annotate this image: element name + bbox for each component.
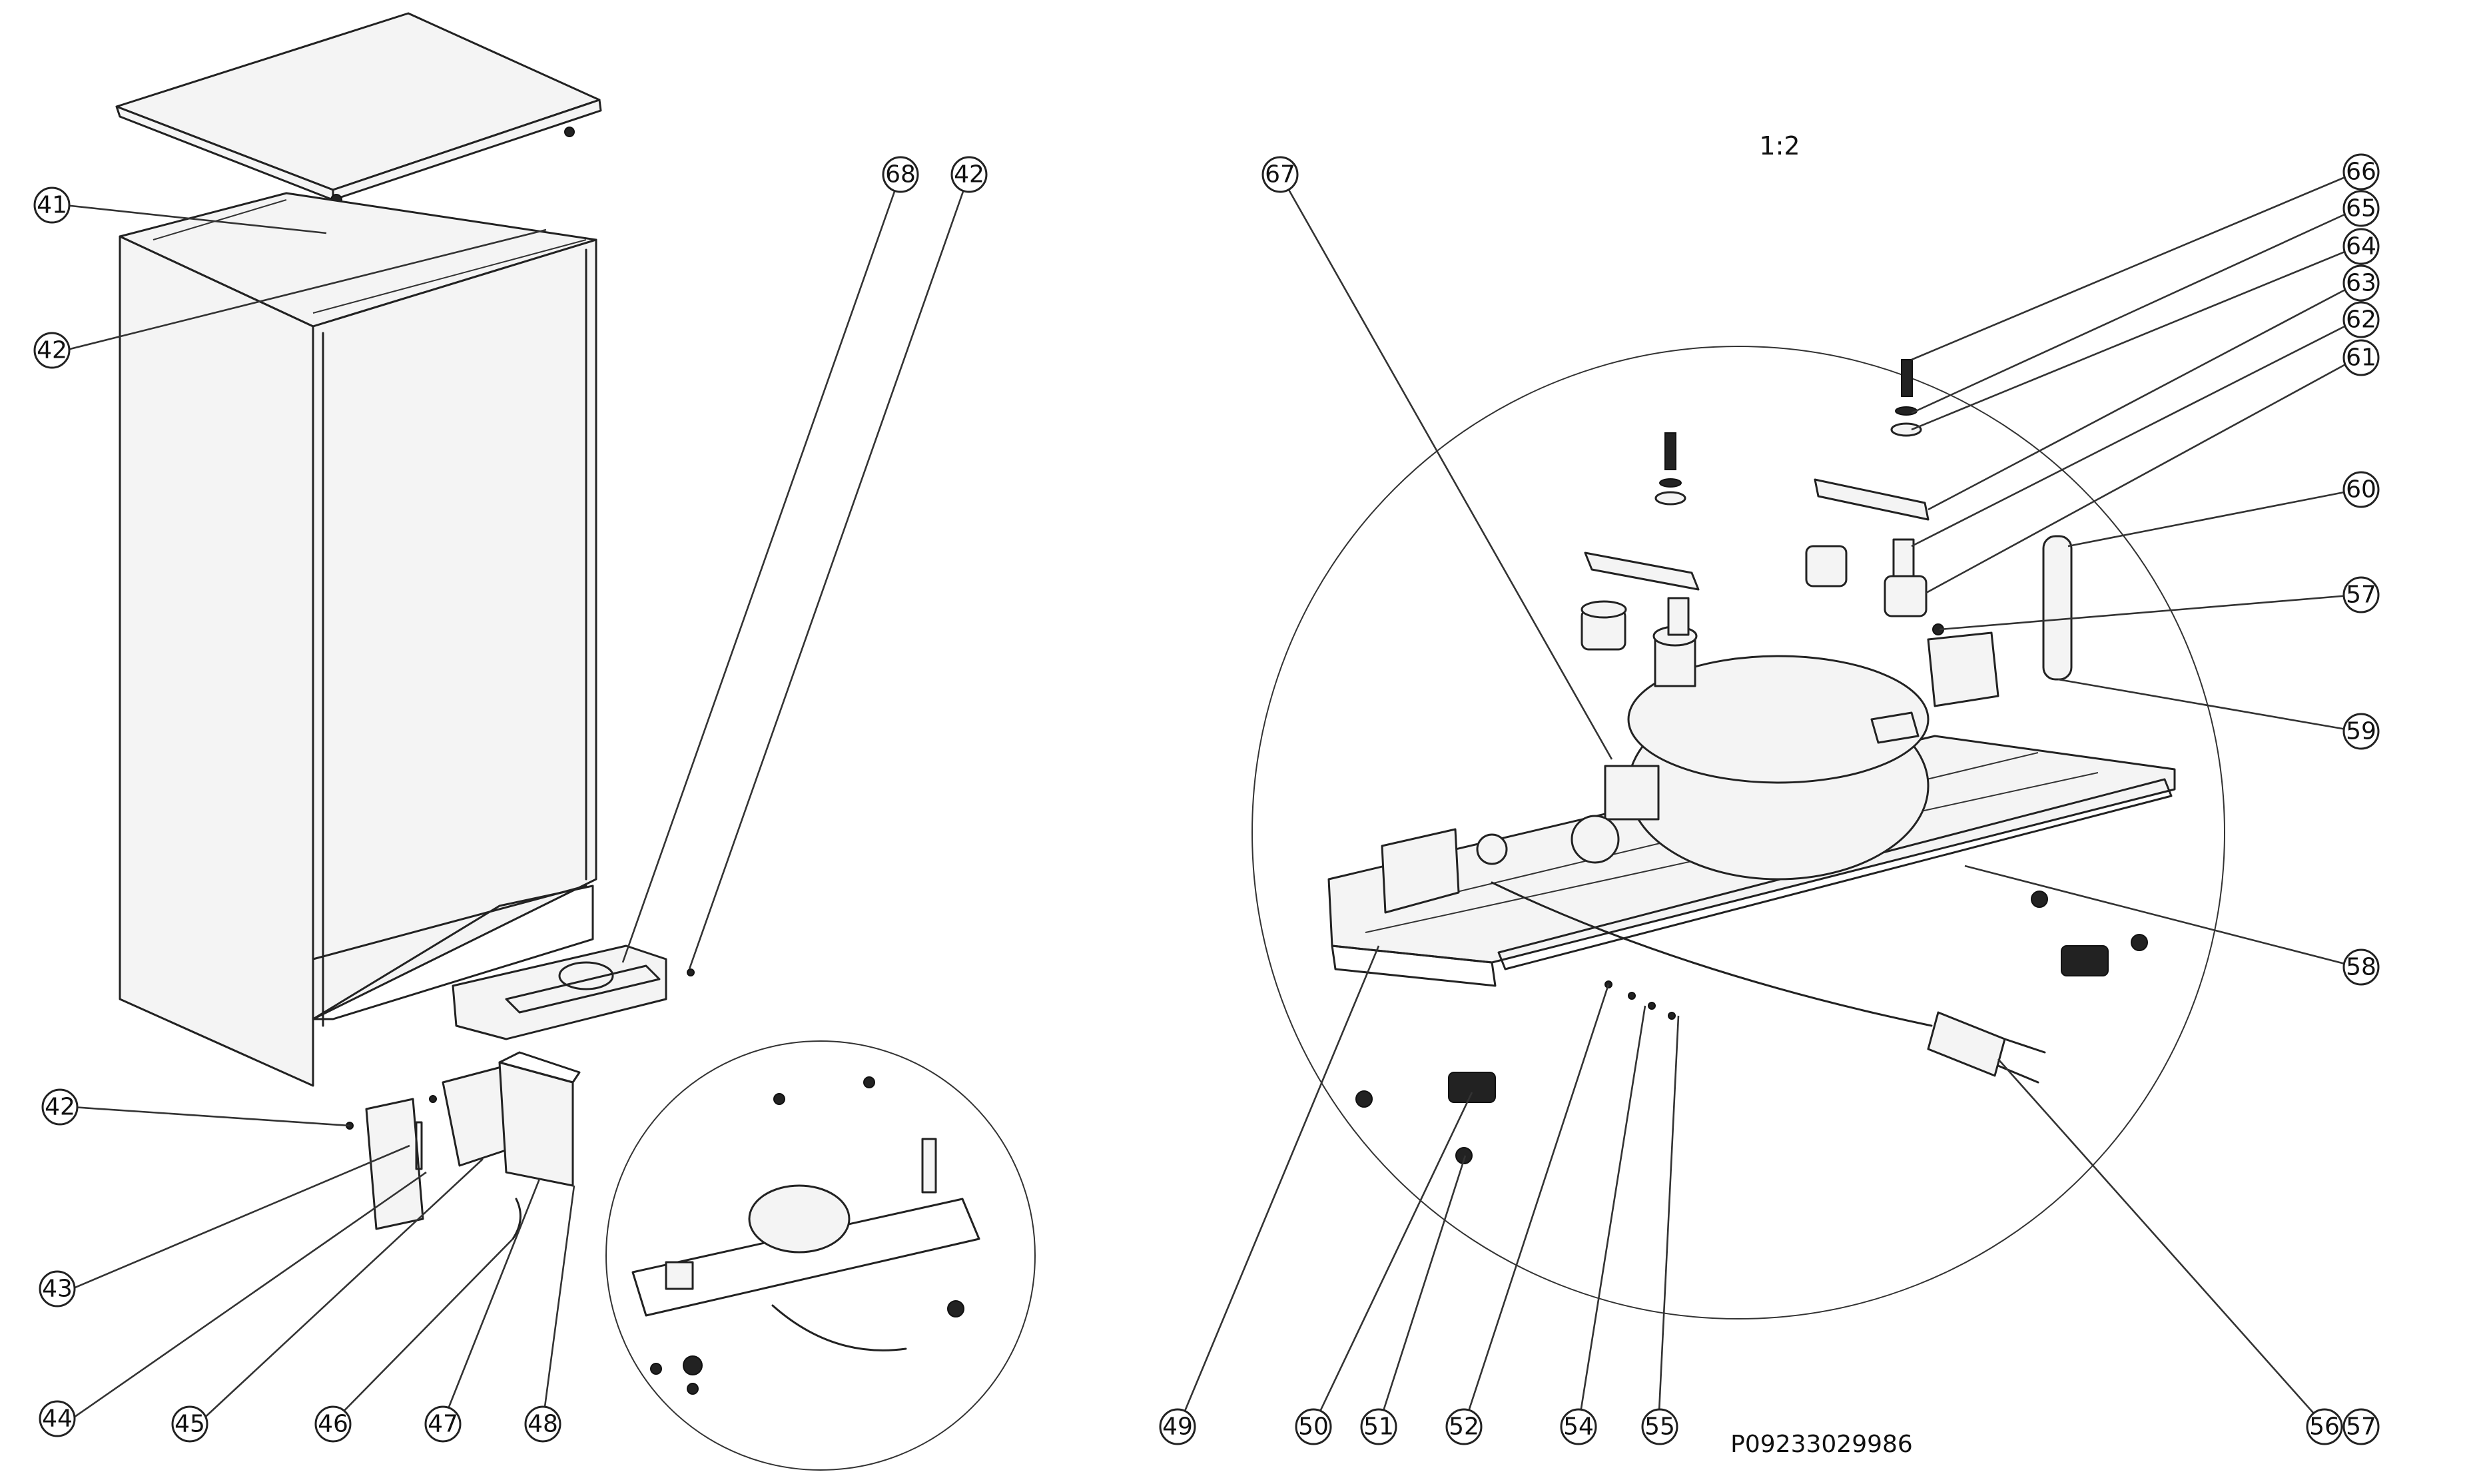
callout-48: 48 [524,1405,561,1443]
svg-text:46: 46 [318,1411,348,1438]
svg-text:50: 50 [1298,1413,1329,1441]
svg-text:68: 68 [885,161,916,188]
svg-text:45: 45 [175,1411,205,1438]
compressor-detail-view [1178,171,2358,1426]
svg-text:51: 51 [1363,1413,1394,1441]
callout-64: 64 [2342,228,2380,265]
callout-47: 47 [424,1405,462,1443]
svg-text:59: 59 [2346,718,2376,745]
mounting-hardware-parts [1581,359,1930,651]
svg-text:42: 42 [954,161,984,188]
rear-bracket-part [346,1051,581,1240]
callout-61: 61 [2342,339,2380,376]
callout-67: 67 [1261,156,1299,193]
callout-50: 50 [1295,1408,1332,1445]
svg-text:67: 67 [1265,161,1295,188]
callout-42: 42 [33,332,71,369]
svg-text:43: 43 [42,1276,73,1303]
callout-49: 49 [1159,1408,1196,1445]
svg-text:60: 60 [2346,476,2376,504]
svg-text:52: 52 [1449,1413,1479,1441]
svg-text:44: 44 [42,1405,73,1433]
svg-text:62: 62 [2346,306,2376,334]
callout-68: 68 [882,156,919,193]
feet-and-screws-parts [1355,891,2148,1164]
svg-text:58: 58 [2346,954,2376,981]
detail-circle [1251,346,2225,1319]
svg-text:61: 61 [2346,344,2376,372]
callout-56: 56 [2306,1408,2343,1445]
svg-text:48: 48 [528,1411,558,1438]
svg-text:56: 56 [2309,1413,2340,1441]
svg-text:54: 54 [1563,1413,1594,1441]
callout-63: 63 [2342,264,2380,302]
svg-text:66: 66 [2346,159,2376,186]
drain-tray-part [452,944,695,1040]
callout-42: 42 [950,156,988,193]
callout-44: 44 [39,1400,76,1437]
callout-62: 62 [2342,301,2380,338]
callout-42: 42 [41,1088,79,1126]
compressor-part [1381,625,1930,914]
svg-text:57: 57 [2346,581,2376,609]
callout-55: 55 [1641,1408,1678,1445]
svg-text:57: 57 [2346,1413,2376,1441]
svg-text:64: 64 [2346,233,2376,260]
callout-60: 60 [2342,471,2380,508]
svg-text:42: 42 [37,337,67,364]
callout-54: 54 [1560,1408,1597,1445]
callout-59: 59 [2342,713,2380,750]
top-cover-part [115,12,602,206]
drawing-number: P09233029986 [1730,1431,1913,1458]
svg-text:63: 63 [2346,270,2376,297]
callout-65: 65 [2342,190,2380,227]
callout-45: 45 [171,1405,208,1443]
callout-52: 52 [1445,1408,1483,1445]
callout-57: 57 [2342,1408,2380,1445]
svg-text:42: 42 [45,1094,75,1121]
svg-text:65: 65 [2346,195,2376,222]
callout-66: 66 [2342,153,2380,190]
svg-text:47: 47 [428,1411,458,1438]
svg-text:49: 49 [1162,1413,1193,1441]
callout-58: 58 [2342,948,2380,986]
cabinet-body-part [119,192,597,1087]
svg-text:55: 55 [1644,1413,1675,1441]
callout-51: 51 [1360,1408,1397,1445]
callout-46: 46 [314,1405,352,1443]
compressor-detail-thumbnail [605,1040,1036,1471]
scale-label: 1:2 [1759,131,1800,161]
svg-text:41: 41 [37,192,67,219]
callout-43: 43 [39,1270,76,1307]
cabinet-assembly [64,12,1036,1471]
callout-57: 57 [2342,576,2380,613]
callout-41: 41 [33,186,71,224]
relay-and-drier-parts [1927,535,2073,707]
power-cord-part [1491,881,2046,1084]
